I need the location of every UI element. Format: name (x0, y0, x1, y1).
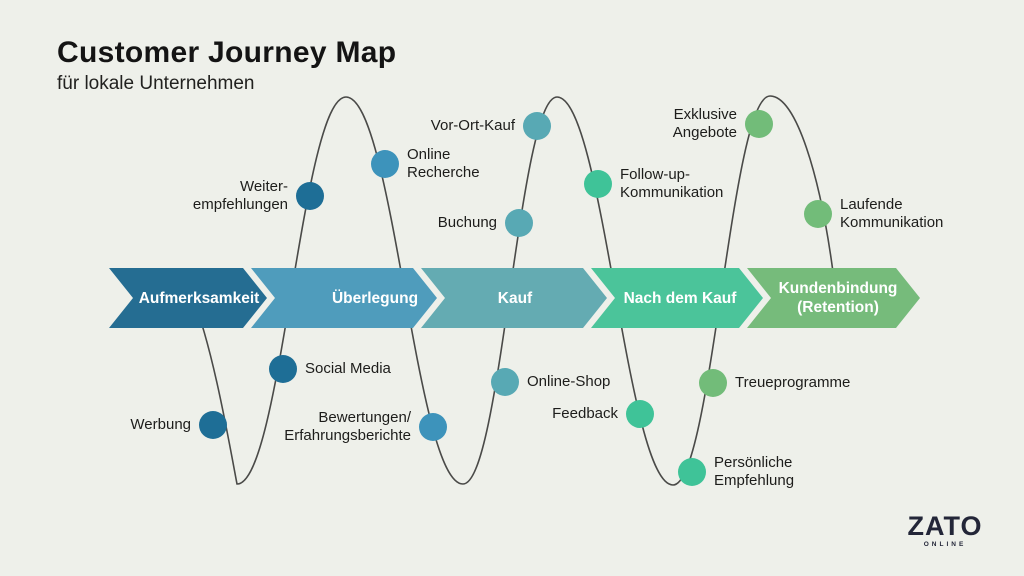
touchpoint-dot-online-shop (491, 368, 519, 396)
touchpoint-dot-buchung (505, 209, 533, 237)
touchpoint-dot-feedback (626, 400, 654, 428)
touchpoint-label-follow-up: Follow-up- Kommunikation (620, 166, 724, 201)
page-title: Customer Journey Map (57, 36, 397, 69)
touchpoint-dot-treueprogramme (699, 369, 727, 397)
touchpoint-dot-social-media (269, 355, 297, 383)
zato-logo-brand: ZATO (907, 511, 983, 541)
touchpoint-label-online-recherche: Online Recherche (407, 146, 480, 181)
zato-logo: ZATO ONLINE (903, 512, 987, 548)
chevron-stage-aufmerksamkeit (109, 268, 267, 328)
touchpoint-label-buchung: Buchung (437, 214, 497, 231)
chevron-stage-kundenbindung (747, 268, 920, 328)
touchpoint-dot-follow-up (584, 170, 612, 198)
touchpoint-dot-werbung (199, 411, 227, 439)
zato-logo-tagline: ONLINE (923, 541, 967, 548)
touchpoint-label-laufende-kommunikation: Laufende Kommunikation (840, 196, 944, 231)
touchpoint-label-social-media: Social Media (305, 360, 391, 377)
title-block: Customer Journey Map für lokale Unterneh… (57, 36, 396, 95)
touchpoint-dot-laufende-kommunikation (804, 200, 832, 228)
touchpoint-dot-vor-ort-kauf (523, 112, 551, 140)
touchpoint-label-online-shop: Online-Shop (527, 373, 611, 390)
touchpoint-label-weiterempfehlungen: Weiter- empfehlungen (192, 178, 288, 213)
touchpoint-dot-weiterempfehlungen (296, 182, 324, 210)
chevron-stage-kauf (421, 268, 607, 328)
touchpoint-dot-online-recherche (371, 150, 399, 178)
touchpoint-label-bewertungen: Bewertungen/ Erfahrungsberichte (284, 409, 411, 444)
touchpoint-label-exklusive-angebote: Exklusive Angebote (672, 106, 737, 141)
chevron-stage-nach-dem-kauf (591, 268, 763, 328)
touchpoint-label-vor-ort-kauf: Vor-Ort-Kauf (430, 117, 515, 134)
touchpoint-dot-bewertungen (419, 413, 447, 441)
page-subtitle: für lokale Unternehmen (57, 73, 255, 94)
chevron-stage-ueberlegung (251, 268, 437, 328)
touchpoint-label-werbung: Werbung (130, 416, 191, 433)
touchpoint-label-treueprogramme: Treueprogramme (735, 374, 851, 391)
touchpoint-dot-persoenliche-empfehlung (678, 458, 706, 486)
touchpoint-label-persoenliche-empfehlung: Persönliche Empfehlung (714, 454, 795, 489)
touchpoint-dot-exklusive-angebote (745, 110, 773, 138)
touchpoint-label-feedback: Feedback (552, 405, 618, 422)
